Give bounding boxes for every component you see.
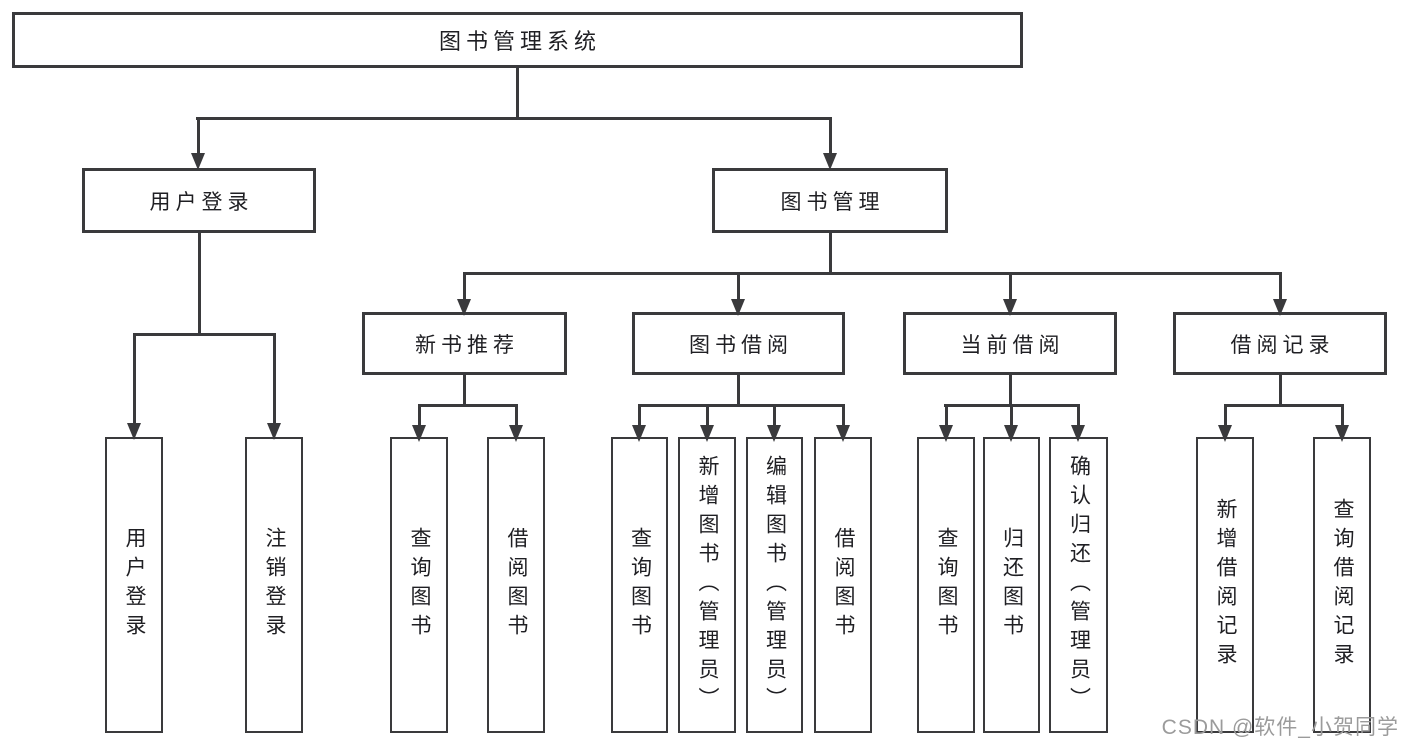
leaf-query-books-current: 查询图书 xyxy=(917,437,975,733)
node-label: 借阅记录 xyxy=(1230,333,1335,357)
connector-mgmt-branch xyxy=(462,272,1282,275)
arrow-to-leaf xyxy=(632,404,646,442)
node-book-management: 图书管理 xyxy=(712,168,948,233)
node-borrowing-records: 借阅记录 xyxy=(1173,312,1387,375)
node-label: 图书管理系统 xyxy=(438,29,601,54)
connector-login-branch xyxy=(132,333,276,336)
leaf-label: 借阅图书 xyxy=(505,527,528,643)
leaf-add-borrow-record: 新增借阅记录 xyxy=(1196,437,1254,733)
connector-recommend-branch xyxy=(417,404,518,407)
leaf-label: 查询图书 xyxy=(935,527,958,643)
node-new-book-recommendation: 新书推荐 xyxy=(362,312,567,375)
arrow-to-leaf xyxy=(1071,404,1085,442)
connector-recommend-stub xyxy=(462,373,466,406)
leaf-label: 查询图书 xyxy=(408,527,431,643)
leaf-add-books-admin: 新增图书（管理员） xyxy=(678,437,736,733)
leaf-label: 借阅图书 xyxy=(832,527,855,643)
leaf-label: 归还图书 xyxy=(1000,527,1024,643)
leaf-confirm-return-admin: 确认归还（管理员） xyxy=(1049,437,1108,733)
arrow-to-leaf xyxy=(1004,404,1018,442)
connector-mgmt-stub xyxy=(828,231,832,274)
leaf-label: 新增借阅记录 xyxy=(1214,498,1237,672)
node-user-login: 用户登录 xyxy=(82,168,316,233)
arrow-to-leaf xyxy=(939,404,953,442)
connector-root-branch xyxy=(196,117,832,120)
leaf-query-borrow-record: 查询借阅记录 xyxy=(1313,437,1371,733)
leaf-user-login: 用户登录 xyxy=(105,437,163,733)
connector-root-stub xyxy=(515,66,519,120)
connector-borrowing-branch xyxy=(638,404,845,407)
leaf-return-books: 归还图书 xyxy=(983,437,1040,733)
leaf-label: 新增图书（管理员） xyxy=(696,454,719,716)
node-current-borrowing: 当前借阅 xyxy=(903,312,1117,375)
connector-current-stub xyxy=(1008,373,1012,406)
leaf-label: 确认归还（管理员） xyxy=(1067,454,1091,716)
arrow-to-leaf-logout xyxy=(267,333,281,440)
arrow-to-new-book-recommendation xyxy=(457,272,471,316)
leaf-label: 用户登录 xyxy=(123,527,146,643)
arrow-to-leaf xyxy=(1335,404,1349,442)
leaf-logout: 注销登录 xyxy=(245,437,303,733)
arrow-to-leaf xyxy=(700,404,714,442)
arrow-to-user-login xyxy=(191,117,205,170)
connector-records-branch xyxy=(1223,404,1344,407)
leaf-label: 查询借阅记录 xyxy=(1331,498,1354,672)
node-library-management-system: 图书管理系统 xyxy=(12,12,1023,68)
connector-login-stub xyxy=(197,231,201,335)
arrow-to-book-management xyxy=(823,117,837,170)
node-book-borrowing: 图书借阅 xyxy=(632,312,845,375)
node-label: 用户登录 xyxy=(149,190,254,214)
arrow-to-book-borrowing xyxy=(731,272,745,316)
leaf-query-books-recommend: 查询图书 xyxy=(390,437,448,733)
connector-borrowing-stub xyxy=(737,373,740,406)
arrow-to-leaf xyxy=(836,404,850,442)
node-label: 图书管理 xyxy=(780,190,885,214)
leaf-query-books-borrow: 查询图书 xyxy=(611,437,668,733)
node-label: 当前借阅 xyxy=(960,333,1065,357)
arrow-to-leaf xyxy=(412,404,426,442)
leaf-edit-books-admin: 编辑图书（管理员） xyxy=(746,437,803,733)
node-label: 图书借阅 xyxy=(689,333,793,357)
arrow-to-leaf xyxy=(1218,404,1232,442)
arrow-to-current-borrowing xyxy=(1003,272,1017,316)
leaf-borrow-books-recommend: 借阅图书 xyxy=(487,437,545,733)
leaf-label: 注销登录 xyxy=(263,527,286,643)
arrow-to-borrowing-records xyxy=(1273,272,1287,316)
csdn-watermark: CSDN @软件_小贺同学 xyxy=(1161,716,1399,739)
leaf-label: 编辑图书（管理员） xyxy=(763,454,787,716)
node-label: 新书推荐 xyxy=(415,333,519,357)
leaf-borrow-books: 借阅图书 xyxy=(814,437,872,733)
leaf-label: 查询图书 xyxy=(628,527,652,643)
arrow-to-leaf-user-login xyxy=(127,333,141,440)
arrow-to-leaf xyxy=(767,404,781,442)
connector-records-stub xyxy=(1278,373,1282,406)
arrow-to-leaf xyxy=(509,404,523,442)
